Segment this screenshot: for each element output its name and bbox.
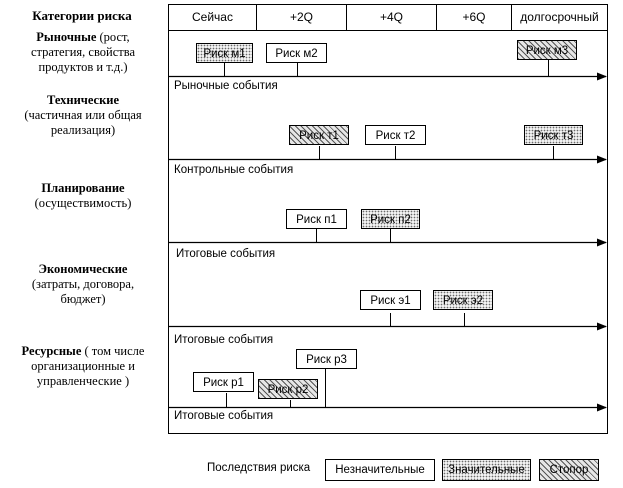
category-technical-line3: реализация): [50, 123, 116, 137]
risk-box-t1: Риск т1: [289, 125, 349, 145]
column-now: Сейчас: [192, 10, 233, 24]
category-economic: Экономические (затраты, договора, бюджет…: [0, 262, 166, 307]
events-label-market: Рыночные события: [174, 80, 278, 92]
events-label-economic: Итоговые события: [174, 334, 274, 346]
risk-box-m2: Риск м2: [266, 43, 327, 63]
risk-box-r1: Риск р1: [193, 372, 254, 392]
risk-box-m3: Риск м3: [517, 40, 577, 60]
categories-header: Категории риска: [32, 8, 132, 23]
category-resource-line3: управленческие ): [36, 374, 130, 388]
risk-box-r3: Риск р3: [296, 349, 357, 369]
legend-title: Последствия риска: [207, 462, 311, 474]
timeline-frame: [168, 4, 608, 434]
category-resource-line2: организационные и: [31, 359, 135, 373]
category-economic-name: Экономические: [38, 262, 128, 276]
risk-box-t3: Риск т3: [524, 125, 583, 145]
risk-box-p1: Риск п1: [286, 209, 347, 229]
category-resource-name: Ресурсные ( том числе: [21, 344, 145, 358]
category-market: Рыночные (рост, стратегия, свойства прод…: [0, 30, 166, 75]
category-market-line3: продуктов и т.д.): [38, 60, 128, 74]
legend-significant: Значительные: [442, 459, 531, 481]
category-market-line2: стратегия, свойства: [30, 45, 136, 59]
events-label-technical: Контрольные события: [174, 164, 294, 176]
column-2q: +2Q: [289, 10, 313, 24]
risk-box-r2: Риск р2: [258, 379, 318, 399]
category-planning-line2: (осуществимость): [34, 196, 132, 210]
category-technical: Технические (частичная или общая реализа…: [0, 93, 166, 138]
category-technical-name: Технические: [46, 93, 120, 107]
column-6q: +6Q: [462, 10, 486, 24]
category-planning-name: Планирование: [41, 181, 125, 195]
category-planning: Планирование (осуществимость): [0, 181, 166, 211]
category-technical-line2: (частичная или общая: [24, 108, 142, 122]
category-economic-line3: бюджет): [60, 292, 106, 306]
column-long-term: долгосрочный: [520, 10, 599, 24]
risk-box-e1: Риск э1: [360, 290, 421, 310]
category-economic-line2: (затраты, договора,: [31, 277, 135, 291]
events-label-planning: Итоговые события: [176, 248, 276, 260]
category-market-name: Рыночные (рост,: [36, 30, 130, 44]
risk-box-e2: Риск э2: [433, 290, 493, 310]
category-resource: Ресурсные ( том числе организационные и …: [0, 344, 166, 389]
column-4q: +4Q: [379, 10, 403, 24]
risk-box-m1: Риск м1: [196, 43, 253, 63]
legend-stopper: Стопор: [539, 459, 599, 481]
events-label-resource: Итоговые события: [174, 410, 274, 422]
risk-box-p2: Риск п2: [361, 209, 420, 229]
risk-box-t2: Риск т2: [365, 125, 426, 145]
legend-insignificant: Незначительные: [325, 459, 435, 481]
